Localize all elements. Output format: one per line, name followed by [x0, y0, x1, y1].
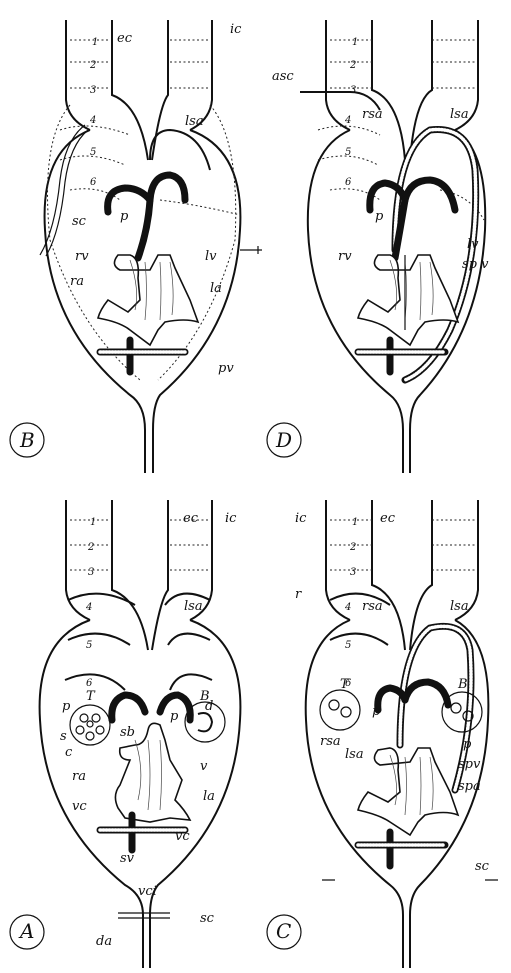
a-arch-6: 6 [86, 678, 93, 689]
c-arch-5: 5 [345, 640, 351, 651]
d-label-rsa: rsa [362, 107, 383, 122]
b-arch-6: 6 [90, 177, 97, 188]
b-label-ra: ra [70, 274, 84, 289]
b-label-lsa: lsa [185, 114, 204, 129]
d-arch-6: 6 [345, 177, 352, 188]
c-label-b: B [457, 677, 468, 692]
a-label-p-right: p [170, 709, 179, 724]
b-label-la: la [210, 281, 222, 296]
c-arch-3: 3 [350, 567, 356, 578]
c-label-spv: spv [458, 757, 481, 772]
panel-b-letter: B [19, 428, 35, 452]
c-label-p: p [372, 704, 381, 719]
b-label-ec: ec [117, 31, 133, 46]
a-label-s: s [60, 729, 67, 744]
c-label-ic: ic [295, 511, 307, 526]
b-label-sc: sc [72, 214, 87, 229]
c-label-rsa2: rsa [320, 734, 341, 749]
a-label-sv: sv [120, 851, 135, 866]
c-label-ec: ec [380, 511, 396, 526]
a-label-v: v [200, 759, 208, 774]
d-label-p: p [375, 209, 384, 224]
c-label-sc: sc [475, 859, 490, 874]
b-arch-1: 1 [92, 37, 98, 48]
b-arch-3: 3 [90, 85, 96, 96]
c-label-spa: spa [458, 779, 481, 794]
a-label-lsa: lsa [184, 599, 203, 614]
d-label-lv: lv [467, 237, 479, 252]
d-arch-4: 4 [344, 115, 351, 126]
c-label-t: T [340, 677, 350, 692]
d-arch-3: 3 [350, 85, 356, 96]
a-label-vci: vci [138, 884, 157, 899]
d-label-lsa: lsa [450, 107, 469, 122]
a-label-vc-right: vc [175, 829, 190, 844]
a-label-p-left: p [62, 699, 71, 714]
c-label-lsa: lsa [450, 599, 469, 614]
panel-b: B 1 2 3 4 5 6 ec ic lsa p sc rv lv ra la… [10, 20, 262, 473]
a-label-c: c [65, 745, 73, 760]
d-label-asc: asc [272, 69, 294, 84]
b-label-rv: rv [75, 249, 89, 264]
c-label-rsa: rsa [362, 599, 383, 614]
c-label-r: r [295, 587, 302, 602]
b-label-ic: ic [230, 22, 242, 37]
d-arch-5: 5 [345, 147, 351, 158]
b-label-lv: lv [205, 249, 217, 264]
a-arch-2: 2 [87, 542, 94, 553]
panel-d: D 1 2 3 4 5 6 asc rsa lsa p rv lv sp v [267, 20, 489, 473]
panel-c-letter: C [276, 919, 291, 943]
panel-c: C 1 2 3 4 5 6 ic ec r rsa lsa p T B rsa … [267, 500, 498, 968]
a-label-ra: ra [72, 769, 86, 784]
a-arch-5: 5 [86, 640, 92, 651]
a-arch-3: 3 [88, 567, 94, 578]
d-arch-2: 2 [349, 60, 356, 71]
a-label-ic: ic [225, 511, 237, 526]
a-label-b: B [199, 689, 210, 704]
d-label-rv: rv [338, 249, 352, 264]
b-arch-5: 5 [90, 147, 96, 158]
d-label-spv: sp v [462, 257, 489, 272]
a-arch-4: 4 [85, 602, 92, 613]
panel-d-letter: D [275, 428, 292, 452]
c-label-lsa2: lsa [345, 747, 364, 762]
a-label-t: T [86, 689, 96, 704]
a-label-vc-left: vc [72, 799, 87, 814]
c-label-p2: p [463, 737, 472, 752]
a-arch-1: 1 [90, 517, 96, 528]
panel-a-letter: A [18, 919, 34, 943]
d-arch-1: 1 [352, 37, 358, 48]
a-label-da: da [96, 934, 112, 949]
b-arch-4: 4 [89, 115, 96, 126]
a-label-sc: sc [200, 911, 215, 926]
a-label-ec: ec [183, 511, 199, 526]
b-label-p: p [120, 209, 129, 224]
a-label-la: la [203, 789, 215, 804]
panel-a: A 1 2 3 4 5 6 ec ic lsa d p p T B sb s c… [10, 500, 240, 968]
c-arch-4: 4 [344, 602, 351, 613]
a-label-sb: sb [120, 725, 135, 740]
c-arch-1: 1 [352, 517, 358, 528]
b-arch-2: 2 [89, 60, 96, 71]
b-label-pv: pv [218, 361, 234, 376]
c-arch-2: 2 [349, 542, 356, 553]
